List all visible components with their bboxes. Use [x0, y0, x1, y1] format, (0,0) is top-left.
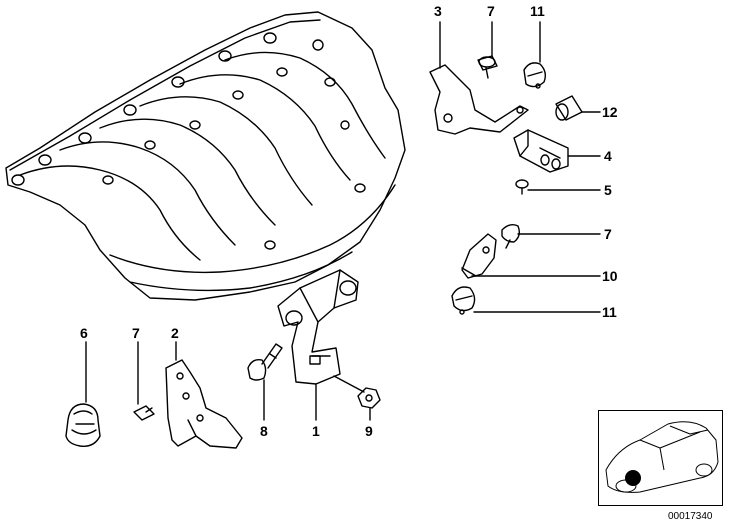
callout-10: 10: [602, 268, 618, 284]
screw-part-7-top: [477, 55, 498, 79]
callout-6: 6: [80, 325, 88, 341]
clip-part-11-top: [523, 62, 547, 89]
callout-11-right: 11: [602, 304, 617, 320]
holder-part-4: [513, 129, 569, 173]
clip-part-11-right: [451, 286, 476, 315]
callout-8: 8: [260, 423, 268, 439]
callout-11-top: 11: [530, 3, 545, 19]
intake-manifold: [5, 11, 406, 301]
diagram-part-id: 00017340: [668, 511, 713, 522]
callout-5: 5: [604, 182, 612, 198]
screw-part-7-right: [501, 223, 521, 249]
bracket-part-1: [277, 269, 359, 385]
callout-4: 4: [604, 148, 612, 164]
leader-9-pointer: [333, 375, 365, 393]
callout-3: 3: [434, 3, 442, 19]
screw-part-5: [515, 179, 529, 195]
vehicle-thumbnail: [598, 410, 723, 506]
callout-12: 12: [602, 104, 618, 120]
callout-7-bottom: 7: [132, 325, 140, 341]
callout-2: 2: [171, 325, 179, 341]
bracket-part-10: [461, 233, 497, 279]
screw-part-7-bottom: [133, 405, 155, 421]
location-dot: [625, 470, 641, 486]
callout-7-right: 7: [604, 226, 612, 242]
callout-7-top: 7: [487, 3, 495, 19]
callout-9: 9: [365, 423, 373, 439]
bracket-part-2: [165, 359, 243, 449]
clip-part-6: [65, 403, 101, 447]
bolt-part-8: [247, 343, 283, 381]
nut-part-9: [357, 387, 381, 409]
bracket-part-3: [429, 64, 529, 135]
callout-1: 1: [312, 423, 320, 439]
sleeve-part-12: [555, 95, 583, 121]
